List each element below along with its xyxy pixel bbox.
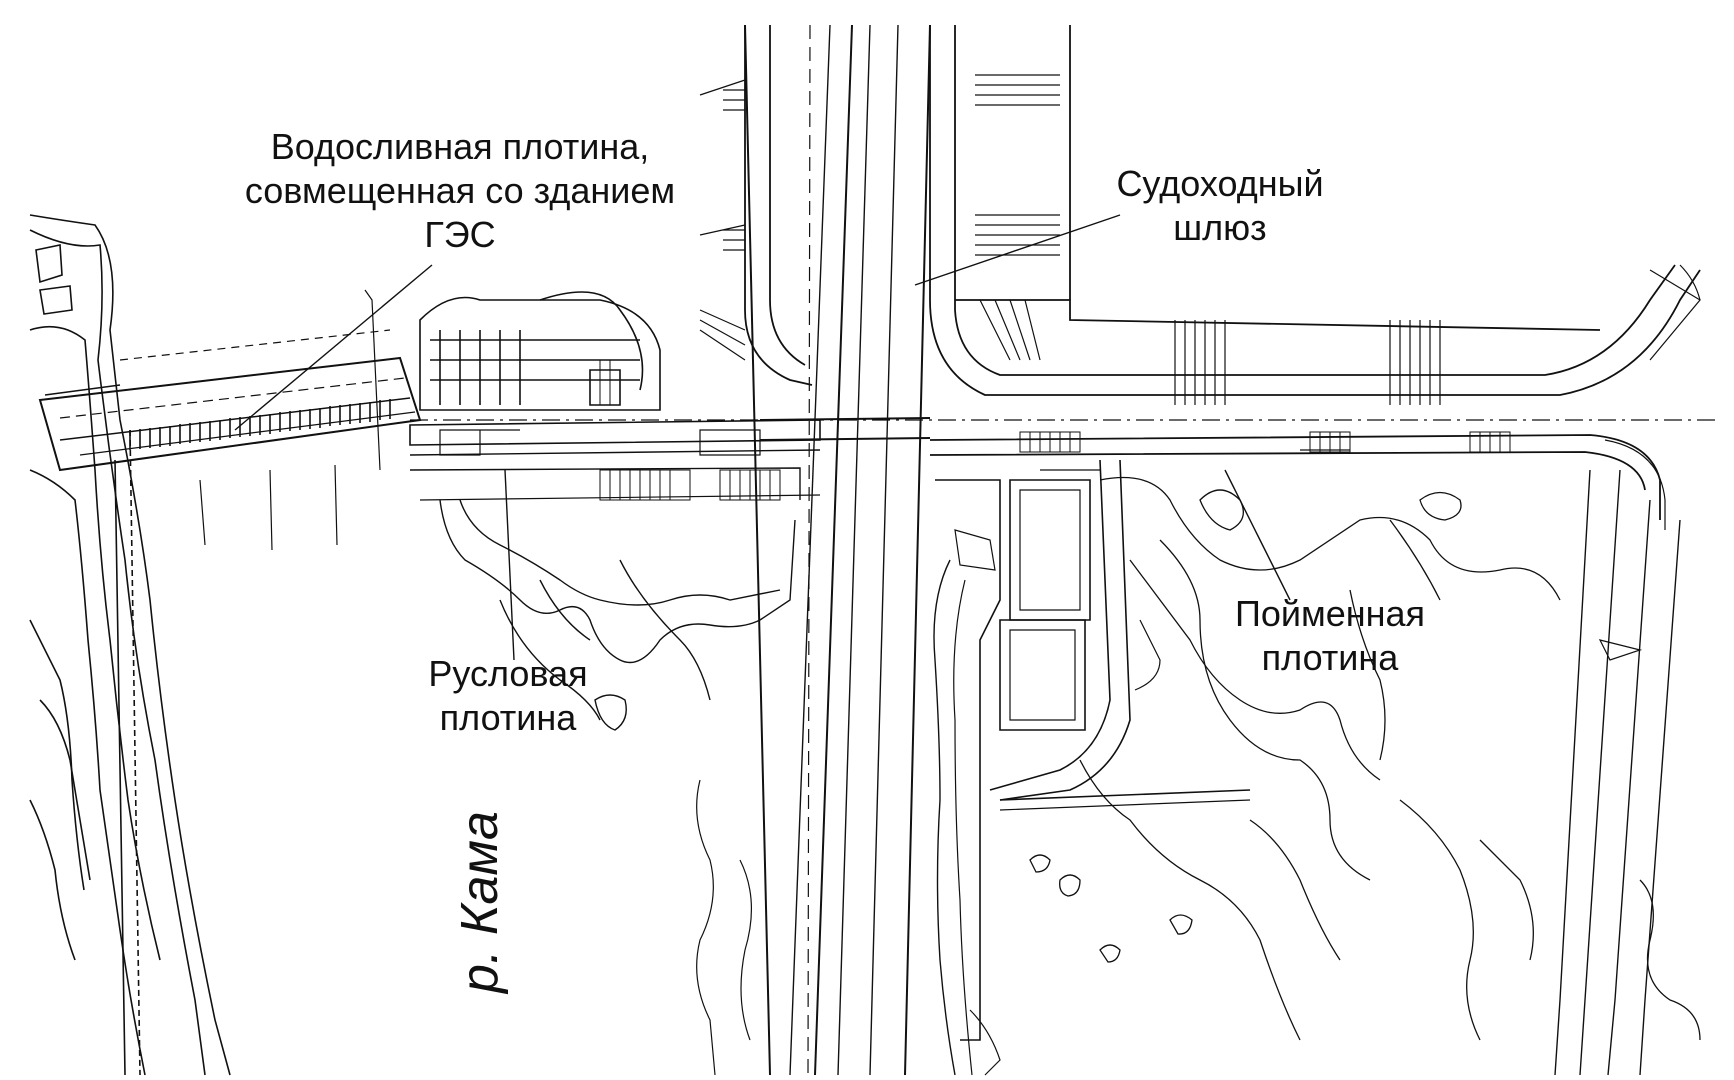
- label-line: ГЭС: [424, 214, 496, 255]
- left-bank: [29, 214, 231, 1076]
- vertical-corridor: [744, 24, 931, 1076]
- label-line: шлюз: [1173, 207, 1267, 248]
- label-line: Пойменная: [1234, 593, 1426, 634]
- river-name: р. Кама: [451, 811, 509, 993]
- label-line: Судоходный: [1116, 163, 1324, 204]
- navigation-lock: [699, 25, 1701, 405]
- label-river-kama: р. Кама: [451, 802, 509, 1002]
- label-line: Русловая: [428, 653, 588, 694]
- spillway-dam: [38, 289, 422, 551]
- label-line: совмещенная со зданием: [244, 170, 676, 211]
- label-channel-dam: Русловая плотина: [408, 652, 608, 740]
- floodplain-contours: [1029, 476, 1701, 1041]
- label-spillway-dam-hpp: Водосливная плотина, совмещенная со здан…: [205, 125, 715, 257]
- central-blocks: [409, 291, 821, 501]
- leader-lines: [234, 214, 1291, 661]
- label-floodplain-dam: Пойменная плотина: [1210, 592, 1450, 680]
- pit-and-structures: [933, 459, 1251, 1076]
- label-line: плотина: [1261, 637, 1399, 678]
- label-navigation-lock: Судоходный шлюз: [1095, 162, 1345, 250]
- river-bank-contours: [696, 779, 1001, 1076]
- label-line: Водосливная плотина,: [270, 126, 650, 167]
- floodplain-dam: [929, 431, 1681, 1076]
- label-line: плотина: [439, 697, 577, 738]
